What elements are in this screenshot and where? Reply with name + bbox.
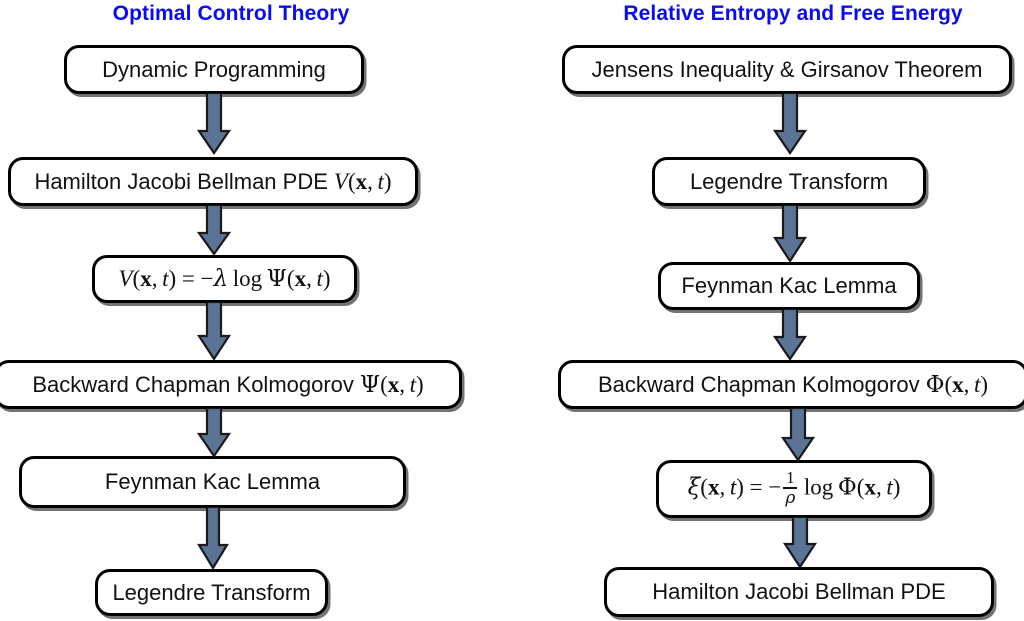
node-label-symbol: V(x, t) — [333, 169, 392, 194]
node-label: Feynman Kac Lemma — [681, 273, 897, 298]
edge-l1-l2 — [196, 93, 232, 155]
node-value-equation-left[interactable]: V(x, t) = −λ log Ψ(x, t) — [92, 255, 357, 303]
column-title-right: Relative Entropy and Free Energy — [623, 2, 963, 25]
fraction-numerator: 1 — [786, 467, 795, 487]
edge-r2-r3 — [772, 205, 808, 264]
column-title-left: Optimal Control Theory — [112, 2, 350, 25]
node-label-text: Hamilton Jacobi Bellman PDE — [34, 169, 328, 194]
edge-l2-l3 — [196, 205, 232, 256]
edge-r1-r2 — [772, 93, 808, 155]
node-label: Legendre Transform — [689, 168, 889, 194]
node-label: Jensens Inequality & Girsanov Theorem — [591, 56, 983, 82]
node-legendre-transform-left[interactable]: Legendre Transform — [95, 569, 328, 616]
node-hjb-pde-right[interactable]: Hamilton Jacobi Bellman PDE — [604, 567, 994, 617]
edge-r5-r6 — [782, 517, 818, 570]
node-legendre-transform-right[interactable]: Legendre Transform — [652, 157, 926, 206]
node-label: Dynamic Programming — [102, 56, 326, 82]
edge-r3-r4 — [772, 309, 808, 361]
edge-l3-l4 — [196, 302, 232, 362]
node-dynamic-programming[interactable]: Dynamic Programming — [64, 45, 364, 94]
edge-l4-l5 — [196, 408, 232, 458]
node-label-text: Backward Chapman Kolmogorov — [597, 371, 920, 397]
node-feynman-kac-lemma-right[interactable]: Feynman Kac Lemma — [658, 262, 920, 310]
fraction-denominator: ρ — [785, 487, 796, 508]
node-jensens-girsanov[interactable]: Jensens Inequality & Girsanov Theorem — [562, 45, 1012, 94]
fraction-bar — [783, 487, 798, 489]
node-label-symbol: Φ(x, t) — [925, 371, 989, 398]
node-label: Feynman Kac Lemma — [104, 469, 321, 494]
node-label: Hamilton Jacobi Bellman PDE — [652, 579, 946, 604]
node-label-text: Backward Chapman Kolmogorov — [32, 371, 354, 397]
edge-r4-r5 — [780, 408, 816, 462]
node-label: Legendre Transform — [112, 579, 311, 605]
node-feynman-kac-lemma-left[interactable]: Feynman Kac Lemma — [19, 456, 406, 508]
node-label-symbol: Ψ(x, t) — [359, 371, 424, 398]
edge-l5-l6 — [197, 507, 229, 571]
node-label: V(x, t) = −λ log Ψ(x, t) — [118, 266, 331, 292]
